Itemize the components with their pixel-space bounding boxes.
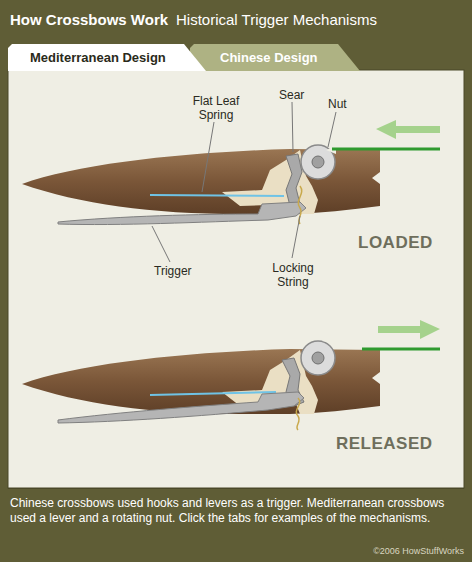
- state-label: LOADED: [358, 233, 433, 253]
- part-label: Trigger: [154, 264, 192, 278]
- active-tab: Mediterranean Design: [8, 44, 206, 71]
- loaded-mechanism: [22, 120, 440, 225]
- caption: Chinese crossbows used hooks and levers …: [10, 496, 460, 526]
- title: How Crossbows Work: [10, 11, 168, 28]
- part-label: Sear: [279, 88, 304, 102]
- inactive-tab: Chinese Design: [190, 44, 360, 71]
- part-label: Locking String: [262, 261, 324, 289]
- tab-label: Mediterranean Design: [8, 44, 206, 71]
- leader-lines: [152, 102, 336, 262]
- state-label: RELEASED: [336, 434, 433, 454]
- part-label: Flat Leaf Spring: [186, 94, 246, 122]
- panel: [8, 70, 464, 488]
- subtitle: Historical Trigger Mechanisms: [176, 11, 377, 28]
- part-label: Nut: [328, 97, 347, 111]
- released-mechanism: [22, 320, 440, 430]
- tab-label: Chinese Design: [190, 44, 360, 71]
- copyright: ©2006 HowStuffWorks: [373, 546, 464, 556]
